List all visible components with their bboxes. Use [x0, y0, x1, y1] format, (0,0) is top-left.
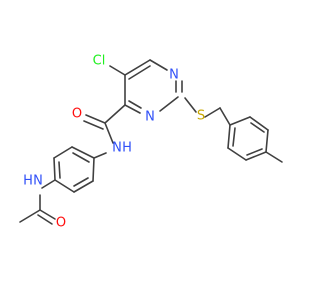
chlorine-label: Cl: [93, 54, 106, 69]
bond-n3-c4-double: [128, 100, 142, 109]
bond-c5-c6-double: [128, 65, 151, 80]
bond-c5-c6: [124, 59, 151, 76]
bond-tolyl-2-double: [250, 122, 265, 133]
bond-tolyl-4: [245, 151, 267, 161]
bond-phenyl-1: [71, 146, 95, 159]
amide-nitrogen-label: N: [112, 141, 122, 156]
bond-c5-cl: [109, 65, 126, 76]
bond-tolyl-6-double: [232, 127, 236, 147]
bond-phenyl-nh: [41, 179, 56, 189]
sulfur-label: S: [197, 109, 205, 124]
acetamide-nitrogen-label: N: [33, 174, 43, 189]
molecule-drawing: Cl N N S O N H H N O: [19, 54, 283, 231]
bond-n3-c4: [124, 104, 141, 114]
bond-acetyl-c-o: [39, 209, 56, 220]
pyrimidine-n1-label: N: [169, 68, 179, 83]
bond-amide-n-aryl: [93, 152, 107, 159]
bond-tolyl-3: [265, 129, 269, 153]
acetamide-oxygen-label: O: [56, 216, 66, 231]
bond-tolyl-1: [229, 116, 251, 126]
bond-s-ch2: [204, 107, 221, 118]
bond-amide-c-n: [104, 122, 114, 144]
bond-phenyl-5-double: [73, 177, 89, 187]
bond-tolyl-2: [249, 116, 269, 131]
bond-c6-n1: [149, 59, 168, 71]
bond-c2-n3: [159, 96, 179, 112]
molecule-structure-diagram: Cl N N S O N H H N O: [19, 54, 283, 231]
bond-amide-c-o-double: [83, 120, 104, 130]
bond-acetyl-c-o-double: [37, 214, 53, 225]
bond-phenyl-3: [53, 157, 56, 181]
bond-phenyl-1-double: [72, 152, 90, 163]
bond-phenyl-6: [92, 157, 95, 182]
bond-acetyl-methyl: [19, 209, 41, 223]
bond-tolyl-5: [227, 147, 247, 161]
bond-phenyl-3-double: [58, 161, 61, 179]
amide-hydrogen-label: H: [122, 141, 132, 156]
bond-c4-amide-c: [104, 104, 126, 124]
bond-phenyl-2: [53, 146, 73, 159]
bond-phenyl-5: [73, 180, 94, 193]
bond-ch2-ring: [219, 107, 231, 126]
bond-tolyl-methyl: [265, 151, 283, 163]
bond-tolyl-6: [227, 124, 231, 149]
bond-phenyl-4: [54, 179, 75, 193]
amide-oxygen-label: O: [72, 107, 82, 122]
acetamide-hydrogen-label: H: [23, 174, 33, 189]
bond-tolyl-4-double: [246, 148, 263, 156]
pyrimidine-n3-label: N: [145, 110, 155, 125]
bond-amide-c-o: [85, 114, 106, 124]
bond-c2-s: [184, 97, 197, 113]
